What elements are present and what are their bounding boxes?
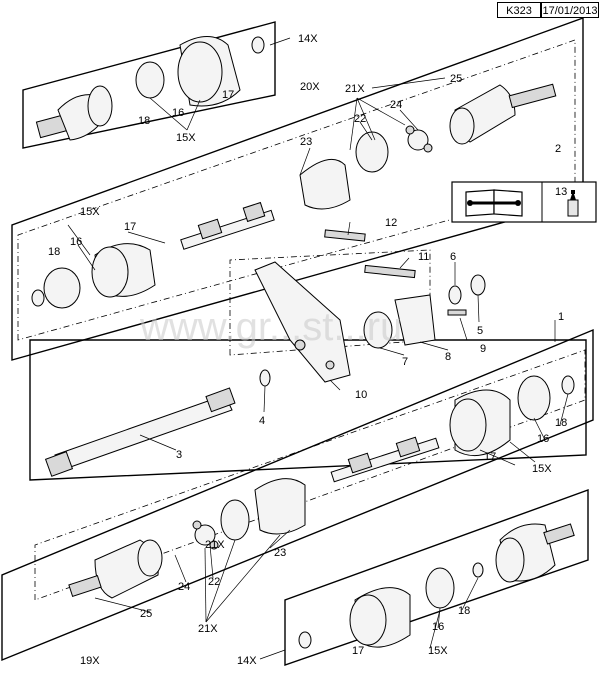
callout-21x-top: 21X bbox=[345, 83, 365, 95]
ring-6 bbox=[448, 285, 462, 305]
callout-15x-mid: 15X bbox=[80, 206, 100, 218]
callout-22-top: 22 bbox=[354, 113, 366, 125]
frame-dash-bracket bbox=[229, 249, 431, 356]
callout-2: 2 bbox=[555, 143, 561, 155]
callout-16-right: 16 bbox=[537, 433, 549, 445]
callout-17-top: 17 bbox=[222, 89, 234, 101]
callout-15x-right: 15X bbox=[532, 463, 552, 475]
watermark: www.gr...st...ru bbox=[139, 305, 402, 349]
diagram-date: 17/01/2013 bbox=[542, 5, 598, 17]
callout-4: 4 bbox=[259, 415, 265, 427]
callout-9: 9 bbox=[480, 343, 486, 355]
boot-top-left bbox=[177, 36, 241, 107]
circlip-4 bbox=[259, 369, 271, 387]
outer-joint-bottom bbox=[495, 523, 575, 583]
boot-lower-left-upper bbox=[31, 243, 156, 309]
callout-8: 8 bbox=[445, 351, 451, 363]
boot-lower bbox=[254, 478, 306, 535]
callout-1: 1 bbox=[558, 311, 564, 323]
callout-16-bottom: 16 bbox=[432, 621, 444, 633]
diagram-date-box: 17/01/2013 bbox=[541, 2, 599, 18]
bearing-housing-8 bbox=[394, 294, 436, 346]
callout-16-top: 16 bbox=[172, 107, 184, 119]
callout-25-bottom: 25 bbox=[140, 608, 152, 620]
callout-24-bottom: 24 bbox=[178, 581, 190, 593]
intermediate-shaft-3 bbox=[44, 387, 236, 477]
callout-18-bottom: 18 bbox=[458, 605, 470, 617]
clamp-ring-top bbox=[135, 61, 165, 99]
callout-3: 3 bbox=[176, 449, 182, 461]
callout-11: 11 bbox=[418, 251, 429, 263]
leader-lines bbox=[67, 37, 569, 660]
boot-lower-right bbox=[449, 375, 575, 457]
inner-joint-top bbox=[35, 85, 113, 141]
housing-outer-joint-upper bbox=[449, 83, 557, 145]
frame-main-1 bbox=[29, 339, 587, 481]
callout-labels: 14X 25 20X 21X 24 22 23 17 16 18 15X 2 1… bbox=[48, 33, 567, 667]
callout-21x-small: 21X bbox=[205, 539, 225, 551]
tripod-lower bbox=[192, 520, 219, 550]
legend-item-number: 13 bbox=[555, 186, 567, 198]
boot-upper bbox=[299, 158, 351, 210]
clip-top bbox=[251, 36, 265, 54]
callout-6: 6 bbox=[450, 251, 456, 263]
callout-22-bottom: 22 bbox=[208, 576, 220, 588]
diagram-code-box: K323 bbox=[497, 2, 541, 18]
seal-5 bbox=[470, 274, 486, 296]
frame-20x bbox=[11, 17, 584, 361]
callout-17-right: 17 bbox=[484, 451, 496, 463]
callout-12: 12 bbox=[385, 217, 397, 229]
frame-dash-20x bbox=[17, 39, 576, 341]
callout-7: 7 bbox=[402, 356, 408, 368]
callout-16-mid: 16 bbox=[70, 236, 82, 248]
callout-14x-top: 14X bbox=[298, 33, 318, 45]
tripod-upper bbox=[405, 125, 433, 153]
callout-10: 10 bbox=[355, 389, 367, 401]
bolt-9 bbox=[447, 309, 467, 316]
callout-21x-bottom: 21X bbox=[198, 623, 218, 635]
housing-outer-joint-lower bbox=[68, 539, 163, 599]
callout-15x-top: 15X bbox=[176, 132, 196, 144]
legend-box: 13 bbox=[451, 181, 597, 223]
callout-24-top: 24 bbox=[390, 99, 402, 111]
callout-17-mid: 17 bbox=[124, 221, 136, 233]
callout-23-top: 23 bbox=[300, 136, 312, 148]
callout-5: 5 bbox=[477, 325, 483, 337]
boot-ring-upper bbox=[355, 131, 389, 173]
shaft-lower bbox=[330, 436, 440, 483]
callout-19x: 19X bbox=[80, 655, 100, 667]
callout-25-top: 25 bbox=[450, 73, 462, 85]
callout-14x-bottom: 14X bbox=[237, 655, 257, 667]
callout-20x: 20X bbox=[300, 81, 320, 93]
callout-17-bottom: 17 bbox=[352, 645, 364, 657]
callout-23-bottom: 23 bbox=[274, 547, 286, 559]
diagram-code: K323 bbox=[506, 5, 532, 17]
frame-14x-bottom bbox=[284, 489, 589, 666]
bolt-11 bbox=[364, 264, 416, 279]
lubricant-tube-icon bbox=[567, 190, 579, 217]
bearing-7 bbox=[363, 311, 393, 349]
manual-book-wrench-icon bbox=[465, 189, 523, 217]
shaft-upper bbox=[180, 201, 275, 250]
bolt-12 bbox=[324, 229, 366, 242]
frame-dash-19x bbox=[34, 349, 586, 601]
callout-18-top: 18 bbox=[138, 115, 150, 127]
boot-ring-lower bbox=[220, 499, 250, 541]
callout-15x-bottom: 15X bbox=[428, 645, 448, 657]
bracket-10 bbox=[254, 261, 351, 383]
frame-19x bbox=[1, 328, 594, 662]
callout-18-mid: 18 bbox=[48, 246, 60, 258]
boot-bottom bbox=[298, 562, 484, 649]
frame-14x-top bbox=[22, 21, 276, 149]
callout-18-right: 18 bbox=[555, 417, 567, 429]
